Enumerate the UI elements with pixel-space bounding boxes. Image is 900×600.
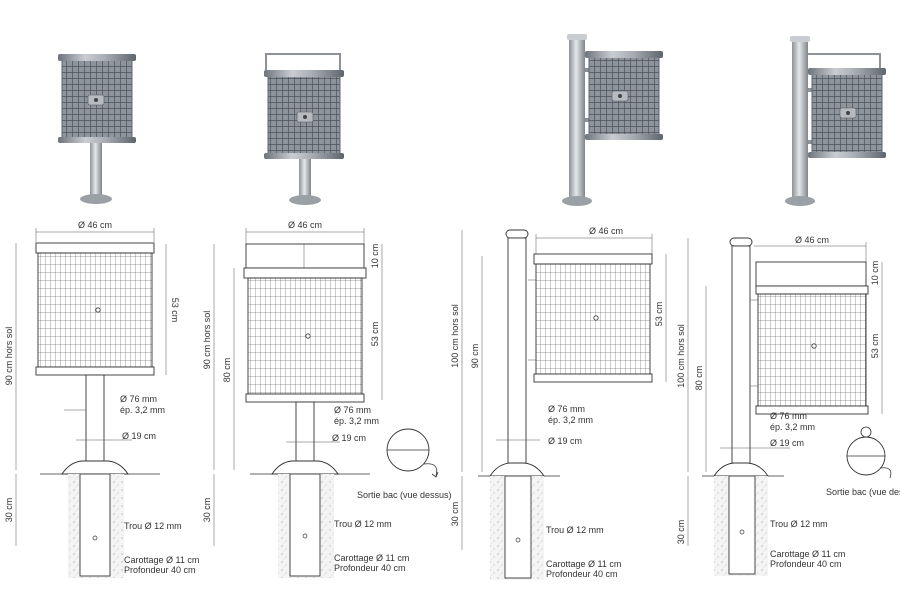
render-pedestal-basket [58, 54, 136, 204]
note-depth: Profondeur 40 cm [334, 563, 406, 573]
note-hole: Trou Ø 12 mm [546, 525, 604, 535]
dim-underground: 30 cm [4, 498, 14, 523]
render-pedestal-lid-basket [264, 53, 344, 205]
dim-lid-height: 10 cm [370, 244, 380, 269]
dim-pipe: Ø 76 mm [334, 405, 371, 415]
note-core: Carottage Ø 11 cm [770, 549, 845, 559]
note-core: Carottage Ø 11 cm [124, 555, 199, 565]
dim-foot: Ø 19 cm [770, 438, 804, 448]
dim-height-total: 90 cm hors sol [202, 311, 212, 370]
note-exit: Sortie bac (vue dessus) [826, 487, 900, 497]
dim-height-total: 100 cm hors sol [676, 324, 686, 388]
dim-height-total: 90 cm hors sol [4, 327, 14, 386]
dim-diameter: Ø 46 cm [288, 220, 322, 230]
dim-thickness: ép. 3,2 mm [770, 422, 815, 432]
dim-thickness: ép. 3,2 mm [334, 416, 379, 426]
dim-pipe: Ø 76 mm [548, 404, 585, 414]
note-hole: Trou Ø 12 mm [334, 519, 392, 529]
dim-diameter: Ø 46 cm [795, 235, 829, 245]
dim-basket-height: 53 cm [170, 298, 180, 323]
render-post-lid-basket [785, 36, 886, 206]
note-hole: Trou Ø 12 mm [770, 519, 828, 529]
dim-height-inner: 80 cm [694, 366, 704, 391]
dim-foot: Ø 19 cm [548, 436, 582, 446]
note-depth: Profondeur 40 cm [546, 569, 618, 579]
dim-diameter: Ø 46 cm [78, 220, 112, 230]
dim-diameter: Ø 46 cm [589, 226, 623, 236]
note-exit: Sortie bac (vue dessus) [357, 490, 452, 500]
render-post-basket [562, 34, 663, 206]
dim-underground: 30 cm [676, 520, 686, 545]
dim-lid-height: 10 cm [870, 261, 880, 286]
dim-height-inner: 90 cm [470, 344, 480, 369]
dim-foot: Ø 19 cm [332, 433, 366, 443]
dim-pipe: Ø 76 mm [120, 394, 157, 404]
drawing-pedestal-lid: Ø 46 cm 10 cm 53 cm 90 cm hors sol 80 cm… [202, 220, 452, 578]
note-hole: Trou Ø 12 mm [124, 521, 182, 531]
dim-underground: 30 cm [202, 498, 212, 523]
dim-thickness: ép. 3,2 mm [120, 405, 165, 415]
dim-pipe: Ø 76 mm [770, 411, 807, 421]
drawing-post: Ø 46 cm 53 cm 100 cm hors sol 90 cm Ø 76… [450, 226, 667, 580]
dim-basket-height: 53 cm [654, 302, 664, 327]
note-depth: Profondeur 40 cm [124, 565, 196, 575]
drawing-pedestal: Ø 46 cm 53 cm 90 cm hors sol Ø 76 mm ép.… [4, 220, 199, 578]
dim-thickness: ép. 3,2 mm [548, 415, 593, 425]
drawing-post-lid: Ø 46 cm 10 cm 53 cm 100 cm hors sol 80 c… [676, 235, 900, 576]
note-core: Carottage Ø 11 cm [546, 559, 621, 569]
note-core: Carottage Ø 11 cm [334, 553, 409, 563]
dim-underground: 30 cm [450, 502, 460, 527]
dim-basket-height: 53 cm [870, 334, 880, 359]
dim-height-total: 100 cm hors sol [450, 304, 460, 368]
dim-basket-height: 53 cm [370, 322, 380, 347]
dim-height-inner: 80 cm [222, 358, 232, 383]
note-depth: Profondeur 40 cm [770, 559, 842, 569]
dim-foot: Ø 19 cm [122, 431, 156, 441]
